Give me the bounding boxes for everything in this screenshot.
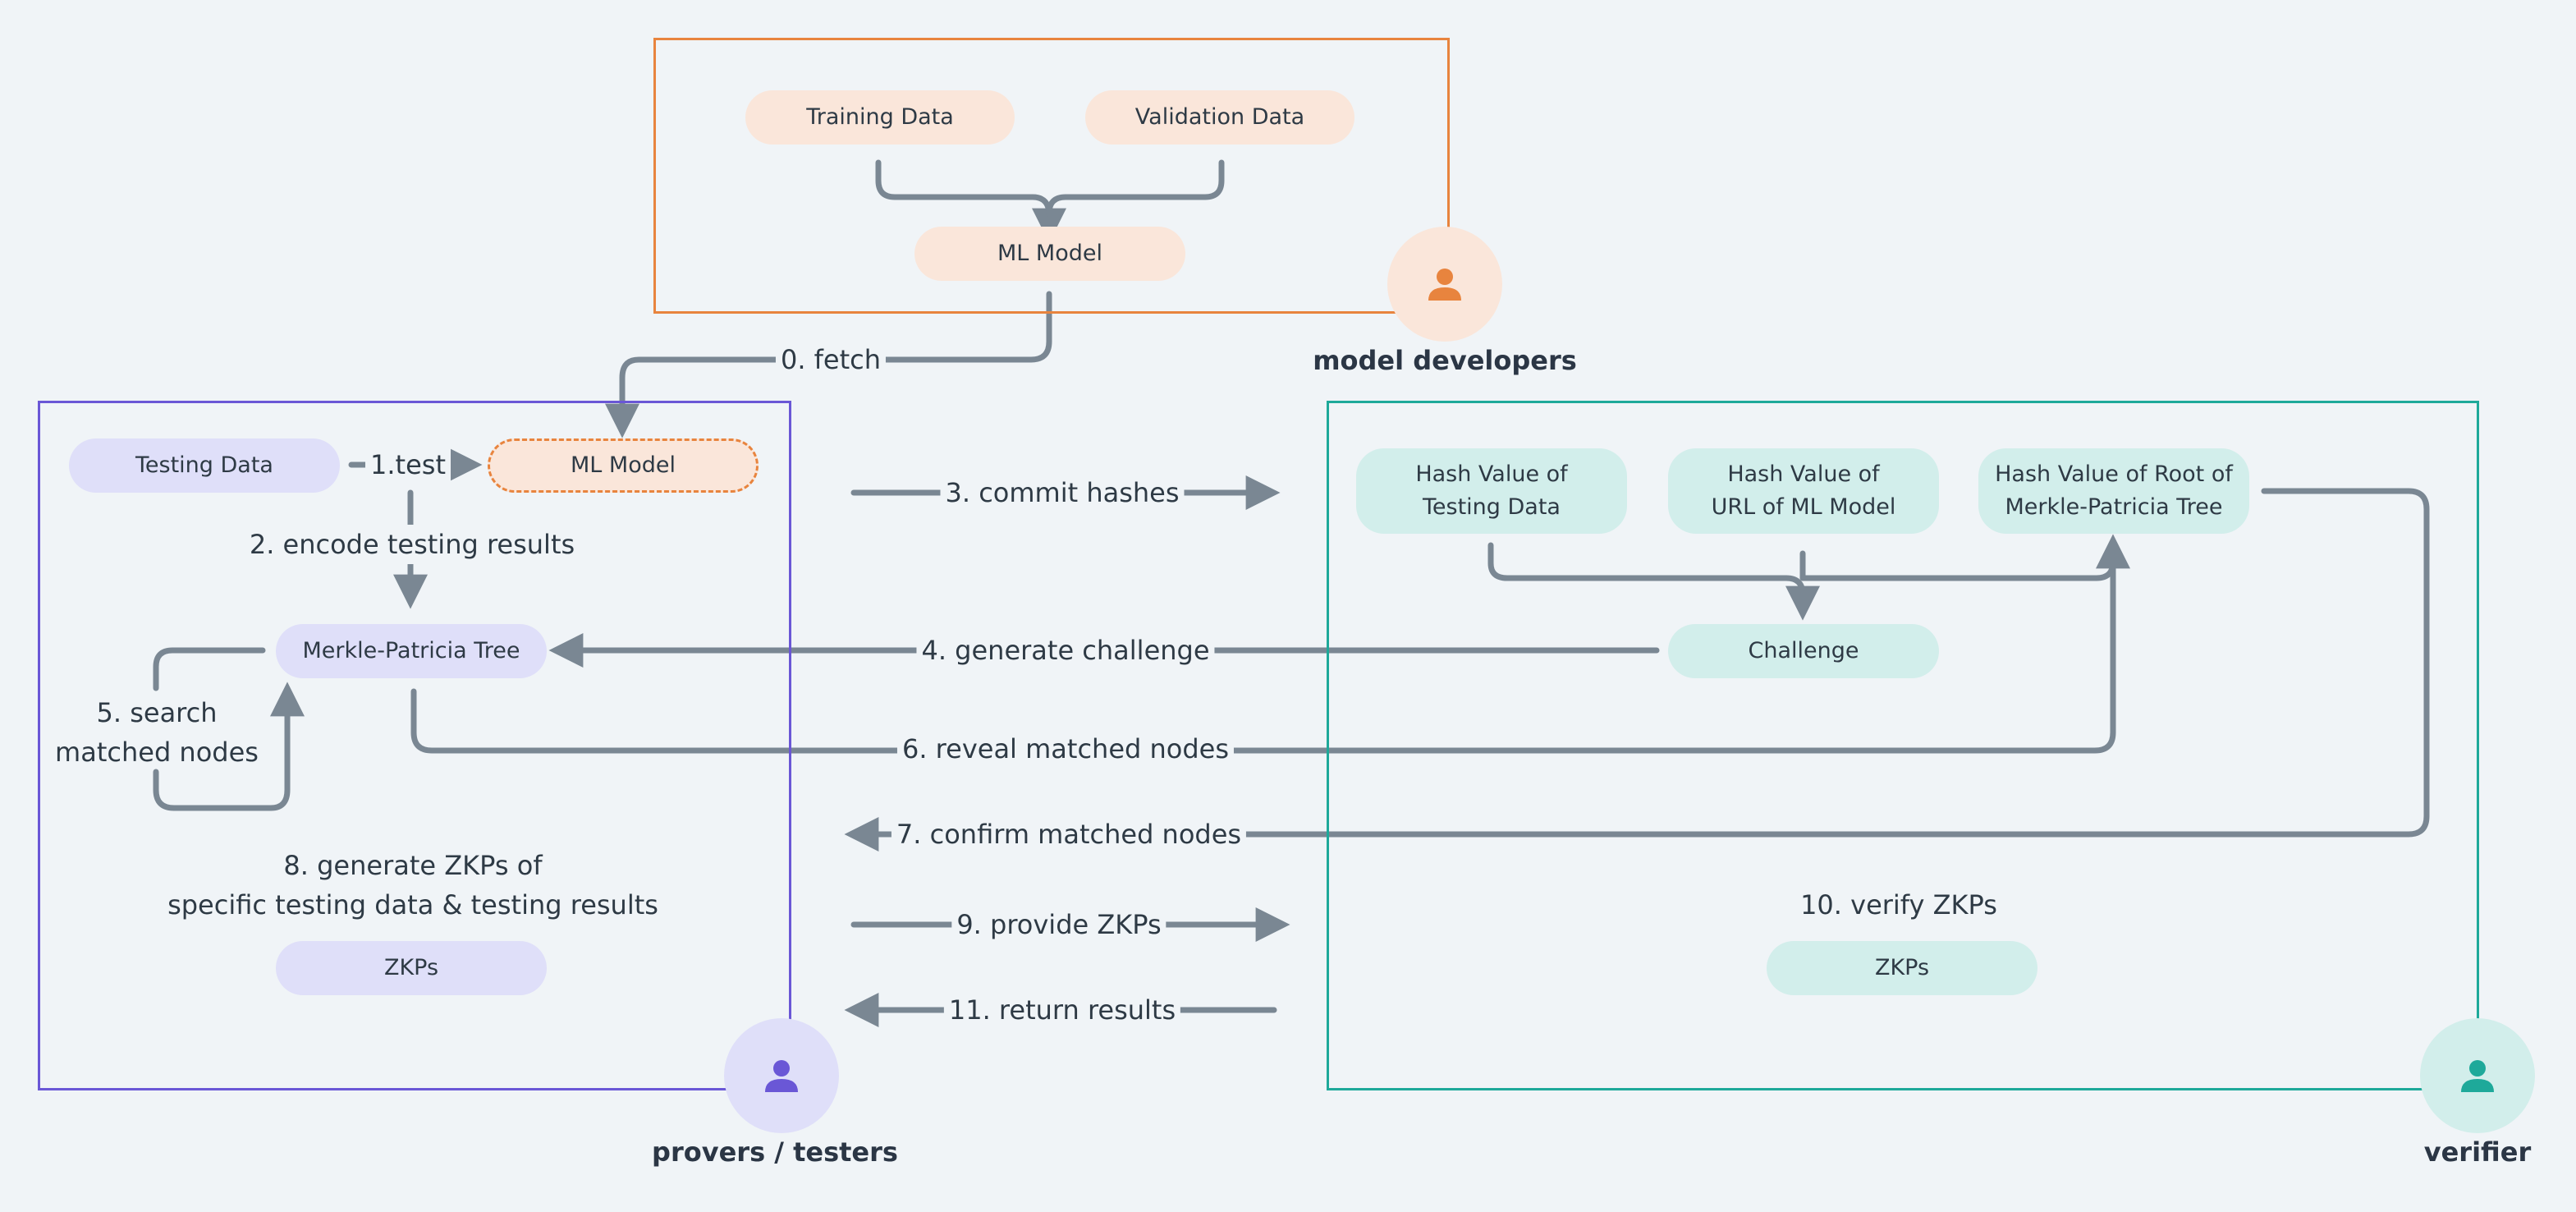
step-7-label: 7. confirm matched nodes [891, 815, 1247, 854]
validation-data-node: Validation Data [1085, 90, 1354, 145]
testing-data-node: Testing Data [69, 438, 340, 493]
search-loop-arrow [153, 647, 287, 811]
person-icon [1428, 269, 1461, 301]
verifier-role-label: verifier [2423, 1136, 2532, 1168]
prover-frame [38, 401, 791, 1090]
verifier-zkps-node: ZKPs [1767, 941, 2037, 995]
step-8-label: 8. generate ZKPs of specific testing dat… [163, 846, 663, 925]
confirm-nodes-arrow [844, 488, 2430, 852]
validation-to-model-arrow [1046, 159, 1225, 217]
prover-ml-model-label: ML Model [571, 452, 676, 478]
hash-root-line2: Merkle-Patricia Tree [2005, 494, 2223, 520]
prover-zkps-node: ZKPs [276, 941, 547, 995]
step-9-label: 9. provide ZKPs [951, 905, 1167, 944]
developer-ml-model-node: ML Model [914, 227, 1185, 281]
prover-zkps-label: ZKPs [383, 955, 439, 980]
hash-testing-line2: Testing Data [1423, 494, 1561, 520]
person-icon [765, 1060, 798, 1092]
step-10-label: 10. verify ZKPs [1800, 889, 1997, 920]
training-data-label: Training Data [806, 104, 954, 130]
training-data-node: Training Data [745, 90, 1015, 145]
verifier-avatar [2420, 1018, 2535, 1133]
step-4-label: 4. generate challenge [916, 631, 1215, 670]
step-1-label: 1.test [365, 445, 451, 484]
hash-testing-line1: Hash Value of [1415, 461, 1568, 487]
merkle-patricia-tree-label: Merkle-Patricia Tree [302, 638, 520, 663]
hash-root-mpt-node: Hash Value of Root of Merkle-Patricia Tr… [1978, 448, 2249, 534]
step-8-line2: specific testing data & testing results [167, 889, 658, 920]
hash-url-line1: Hash Value of [1727, 461, 1880, 487]
merkle-patricia-tree-node: Merkle-Patricia Tree [276, 624, 547, 678]
hash-url-ml-model-node: Hash Value of URL of ML Model [1668, 448, 1939, 534]
prover-ml-model-node: ML Model [488, 438, 759, 493]
step-6-label: 6. reveal matched nodes [896, 729, 1235, 769]
validation-data-label: Validation Data [1134, 104, 1305, 130]
reveal-nodes-arrow [410, 534, 2130, 754]
testing-data-label: Testing Data [135, 452, 273, 478]
step-5-line2: matched nodes [55, 737, 259, 768]
prover-role-label: provers / testers [652, 1136, 898, 1168]
challenge-label: Challenge [1748, 638, 1859, 663]
step-5-label: 5. search matched nodes [50, 693, 264, 772]
step-3-label: 3. commit hashes [940, 473, 1185, 512]
step-0-label: 0. fetch [775, 340, 887, 379]
developer-frame [653, 38, 1450, 314]
step-11-label: 11. return results [943, 990, 1181, 1030]
hash-root-line1: Hash Value of Root of [1995, 461, 2233, 487]
challenge-node: Challenge [1668, 624, 1939, 678]
hash-testing-data-node: Hash Value of Testing Data [1356, 448, 1627, 534]
hash-testing-to-challenge-arrow [1487, 542, 1820, 621]
hash-url-line2: URL of ML Model [1711, 494, 1896, 520]
developer-role-label: model developers [1313, 345, 1577, 376]
developer-avatar [1387, 227, 1502, 342]
step-5-line1: 5. search [96, 697, 218, 728]
prover-avatar [724, 1018, 839, 1133]
developer-ml-model-label: ML Model [997, 241, 1102, 266]
person-icon [2461, 1060, 2494, 1092]
step-8-line1: 8. generate ZKPs of [283, 850, 543, 881]
verifier-frame [1327, 401, 2479, 1090]
step-2-label: 2. encode testing results [244, 525, 580, 564]
verifier-zkps-label: ZKPs [1874, 955, 1930, 980]
